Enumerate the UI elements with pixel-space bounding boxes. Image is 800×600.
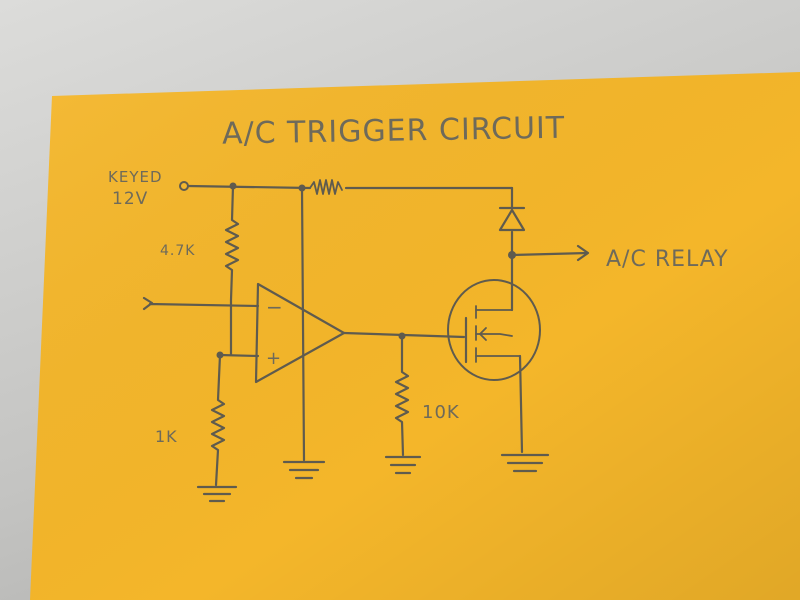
top-rail-scribble (309, 179, 343, 195)
keyed-label: KEYED (108, 168, 163, 186)
ground-symbol (500, 453, 550, 473)
ground-symbol (196, 485, 238, 503)
relay-label: A/C RELAY (606, 247, 729, 272)
resistor-4-7k (224, 184, 240, 357)
voltage-label: 12V (112, 189, 148, 209)
opamp-plus-label: + (266, 348, 282, 369)
relay-output-arrow (510, 244, 590, 262)
opamp-minus-label: − (266, 295, 284, 319)
diagram-title: A/C TRIGGER CIRCUIT (222, 111, 566, 152)
opamp (254, 282, 346, 384)
signal-input-arrow (142, 296, 260, 311)
opamp-supply-wire (300, 186, 306, 462)
resistor-1k-label: 1K (155, 427, 178, 446)
resistor-1k (210, 353, 226, 487)
mosfet (464, 305, 521, 364)
ground-symbol (282, 460, 326, 480)
ground-symbol (384, 455, 422, 475)
resistor-4-7k-label: 4.7K (160, 243, 195, 259)
mosfet-body (447, 279, 541, 381)
resistor-10k-label: 10K (422, 402, 460, 423)
resistor-10k (394, 334, 410, 457)
plus-input-wire (218, 353, 260, 358)
top-rail (186, 184, 312, 190)
source-wire (518, 354, 524, 454)
